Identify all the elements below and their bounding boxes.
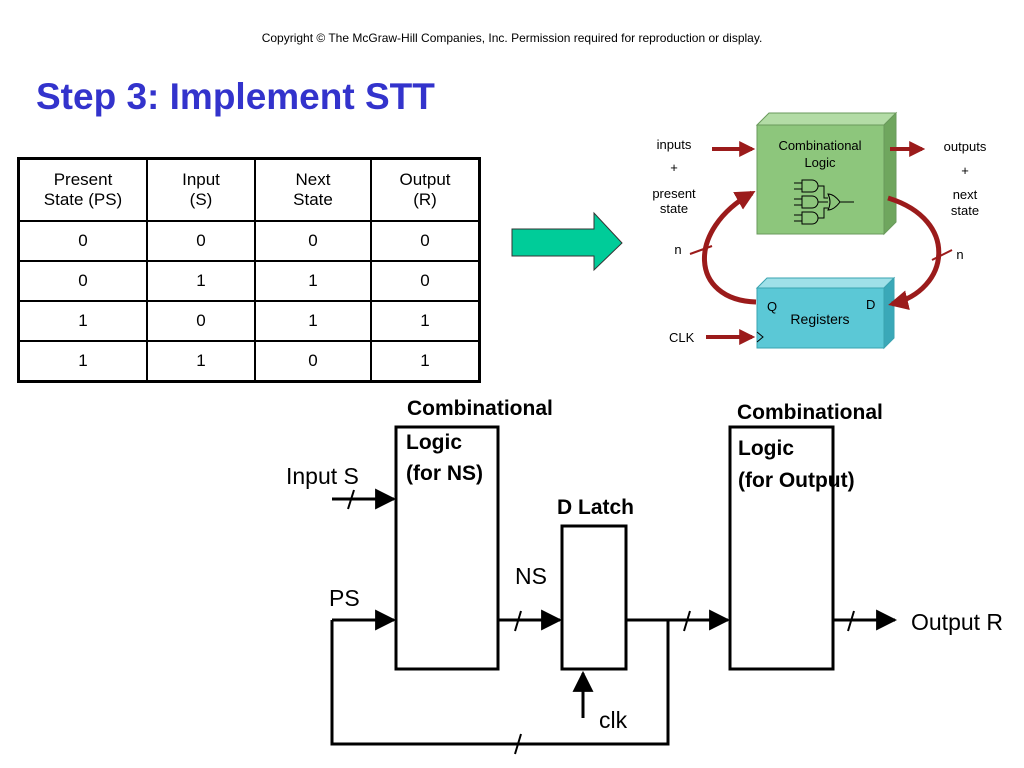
plus-text: + [961, 163, 969, 178]
header-line: (R) [413, 190, 437, 209]
table-cell: 0 [370, 260, 481, 302]
header-line: (S) [189, 190, 213, 209]
header-line: Next [295, 170, 331, 189]
comb-side-face [883, 111, 897, 236]
table-cell: 0 [17, 220, 148, 262]
bus-slash [514, 733, 522, 755]
table-cell: 0 [146, 220, 256, 262]
comb-front-face [756, 124, 885, 235]
table-cell: 1 [17, 300, 148, 342]
dlatch-box [560, 524, 628, 671]
feedback-wire [330, 620, 670, 746]
circuit-labels: Combinational Logic (for NS) D Latch Com… [286, 397, 1003, 733]
table-cell: 0 [17, 260, 148, 302]
comb-logic-label-line2: Logic [804, 155, 836, 170]
comb-ns-line2: (for NS) [406, 462, 483, 485]
table-row: 0 1 1 0 [17, 260, 481, 302]
table-row: 0 0 0 0 [17, 220, 481, 262]
table-cell: 1 [370, 340, 481, 383]
comb-logic-block: Combinational Logic [755, 111, 898, 236]
comb-ns-box [394, 425, 500, 671]
plus-text: + [670, 160, 678, 175]
table-cell: 1 [146, 340, 256, 383]
ps-label: PS [329, 585, 360, 611]
table-cell: 0 [370, 220, 481, 262]
present-text: present [652, 186, 696, 201]
bus-slashes [347, 489, 855, 755]
bus-slash-right [931, 249, 953, 261]
fsm-inputs-label: inputs + present state [652, 137, 696, 216]
ns-label: NS [515, 563, 547, 589]
circuit-diagram [330, 425, 898, 755]
clk-label: clk [599, 707, 628, 733]
input-s-label: Input S [286, 463, 359, 489]
comb-top-face [755, 112, 898, 126]
q-label: Q [767, 299, 777, 314]
table-cell: 1 [146, 260, 256, 302]
table-cell: 0 [254, 220, 372, 262]
bus-slash [847, 610, 855, 632]
comb-output-line2: (for Output) [738, 469, 855, 492]
table-cell: 1 [17, 340, 148, 383]
inputs-text: inputs [657, 137, 692, 152]
table-cell: 1 [254, 300, 372, 342]
bus-slash-left [689, 245, 713, 255]
header-input: Input(S) [146, 157, 256, 222]
header-line: State [293, 190, 333, 209]
feedback-arrow-left [702, 190, 757, 305]
comb-ns-title: Combinational [407, 397, 553, 420]
logic-gates-icon [794, 179, 854, 225]
bus-slash [683, 610, 691, 632]
header-line: State (PS) [43, 190, 123, 209]
header-output: Output(R) [370, 157, 481, 222]
comb-ns-line1: Logic [406, 431, 462, 454]
bus-slash [347, 489, 355, 510]
comb-output-line1: Logic [738, 437, 794, 460]
output-r-label: Output R [911, 609, 1003, 635]
feedback-arrow-right [887, 195, 942, 310]
n-right-label: n [956, 247, 963, 262]
table-cell: 0 [146, 300, 256, 342]
bus-slash [514, 610, 522, 632]
d-label: D [866, 297, 875, 312]
table-row: 1 1 0 1 [17, 340, 481, 383]
registers-label: Registers [790, 311, 849, 327]
comb-output-box [728, 425, 835, 671]
reg-top-face [755, 277, 896, 289]
header-line: Input [182, 170, 220, 189]
table-cell: 1 [370, 300, 481, 342]
state-text: state [660, 201, 688, 216]
reg-front-face [756, 287, 885, 349]
clock-triangle-icon [756, 331, 764, 343]
header-line: Present [53, 170, 113, 189]
comb-output-title: Combinational [737, 401, 883, 424]
table-row: 1 0 1 1 [17, 300, 481, 342]
slide-title: Step 3: Implement STT [36, 76, 435, 117]
header-line: Output [399, 170, 451, 189]
n-left-label: n [674, 242, 681, 257]
outputs-text: outputs [944, 139, 987, 154]
comb-logic-label-line1: Combinational [778, 138, 861, 153]
big-transition-arrow [511, 211, 623, 272]
state-text: state [951, 203, 979, 218]
clk-label: CLK [669, 330, 695, 345]
next-text: next [953, 187, 978, 202]
fsm-block-diagram: Combinational Logic Registers Q D [652, 111, 987, 350]
fsm-outputs-label: outputs + next state [944, 139, 987, 218]
dlatch-title: D Latch [557, 496, 634, 519]
reg-side-face [883, 276, 895, 350]
registers-block: Registers Q D [755, 276, 896, 350]
big-arrow-shape [511, 211, 623, 272]
table-cell: 0 [254, 340, 372, 383]
copyright-notice: Copyright © The McGraw-Hill Companies, I… [261, 31, 763, 45]
table-cell: 1 [254, 260, 372, 302]
